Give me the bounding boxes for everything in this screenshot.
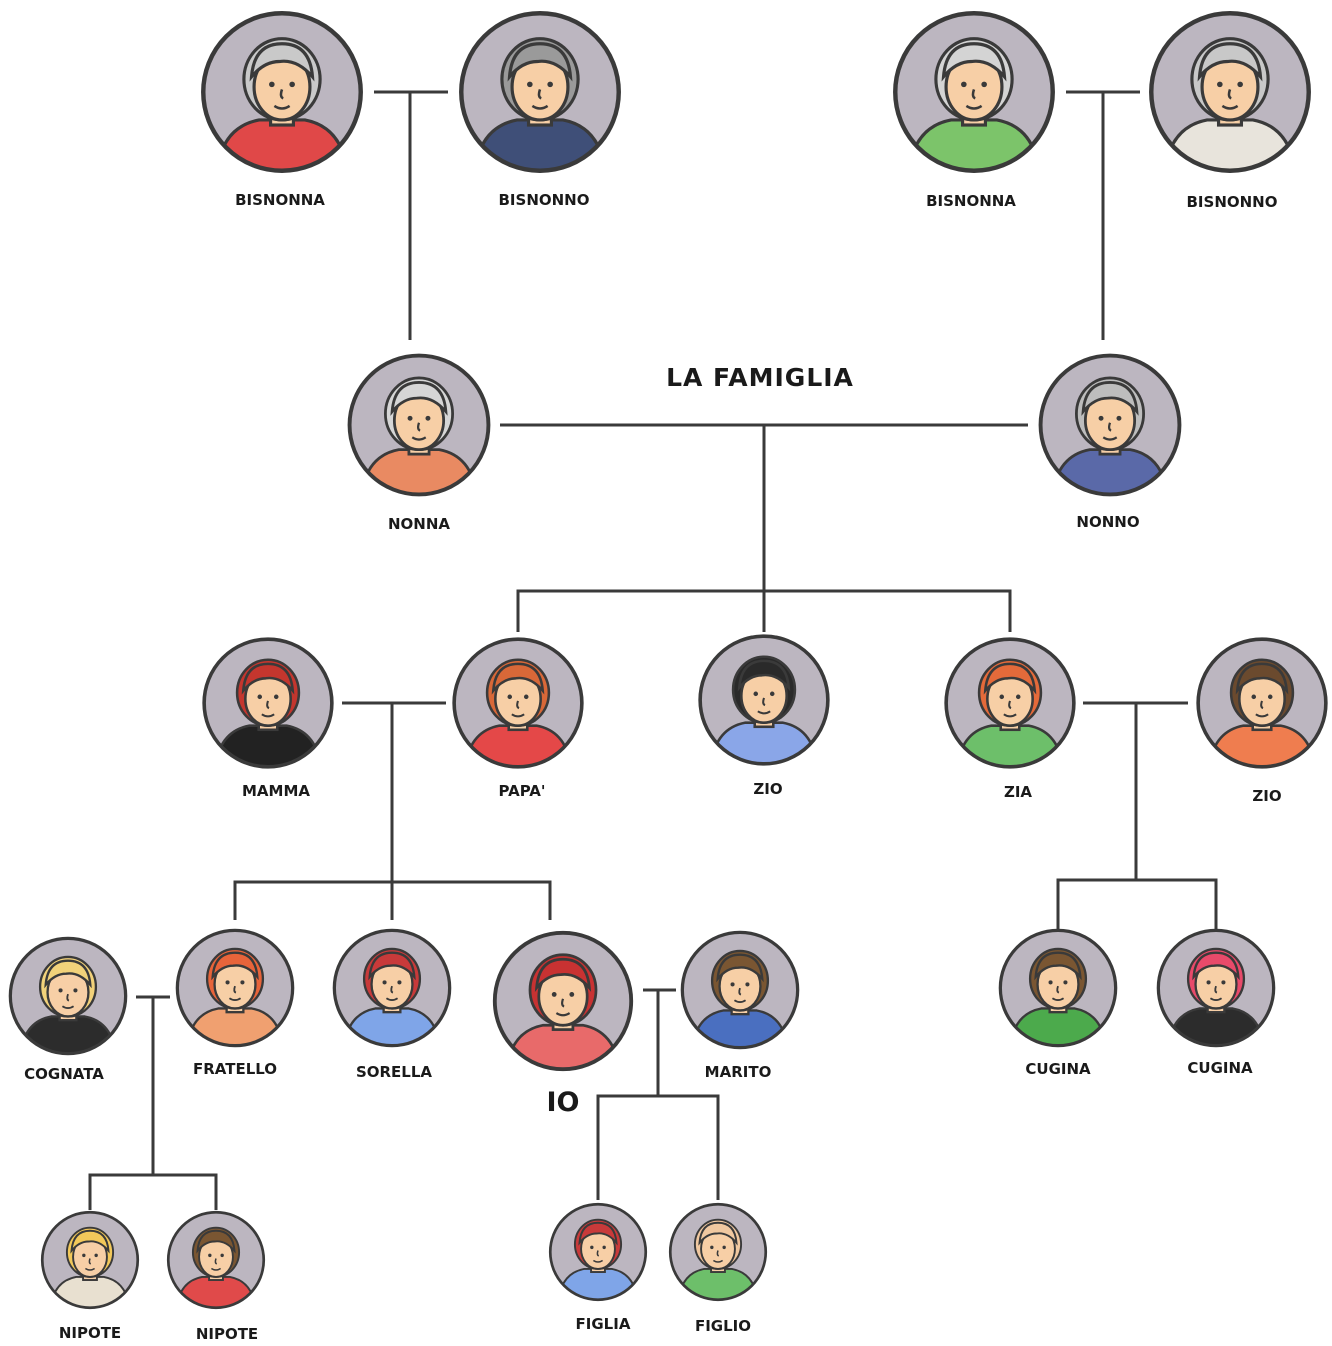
- member-bisnonno-1: BISNONNO: [459, 11, 621, 209]
- member-figlio: FIGLIO: [668, 1202, 768, 1335]
- member-zio-2: ZIO: [1196, 637, 1328, 805]
- avatar-nonna: [347, 353, 491, 497]
- member-label: BISNONNA: [926, 192, 1016, 210]
- avatar-figlio: [668, 1202, 768, 1302]
- member-papa: PAPA': [452, 637, 584, 800]
- avatar-cugina-1: [998, 928, 1118, 1048]
- member-marito: MARITO: [680, 930, 800, 1081]
- member-label: BISNONNO: [499, 191, 590, 209]
- member-label: FRATELLO: [193, 1060, 277, 1078]
- member-label: PAPA': [498, 782, 545, 800]
- member-label: NONNA: [388, 515, 450, 533]
- member-figlia: FIGLIA: [548, 1202, 648, 1333]
- me-label: IO: [547, 1087, 580, 1118]
- avatar-nipote-1: [40, 1210, 140, 1310]
- member-nipote-2: NIPOTE: [166, 1210, 266, 1343]
- connector-lines: [88, 90, 1218, 1210]
- avatar-zio-1: [698, 634, 830, 766]
- diagram-title: LA FAMIGLIA: [666, 363, 854, 392]
- avatar-bisnonno-1: [459, 11, 621, 173]
- avatar-cugina-2: [1156, 928, 1276, 1048]
- member-label: SORELLA: [356, 1063, 432, 1081]
- member-label: CUGINA: [1025, 1060, 1091, 1078]
- avatar-bisnonna-1: [201, 11, 363, 173]
- member-io: [492, 930, 634, 1072]
- member-label: ZIO: [1252, 787, 1281, 805]
- member-cognata: COGNATA: [8, 936, 128, 1083]
- member-sorella: SORELLA: [332, 928, 452, 1081]
- member-label: COGNATA: [24, 1065, 104, 1083]
- avatar-bisnonno-2: [1149, 11, 1311, 173]
- member-cugina-1: CUGINA: [998, 928, 1118, 1078]
- member-nipote-1: NIPOTE: [40, 1210, 140, 1342]
- member-label: NIPOTE: [196, 1325, 258, 1343]
- member-label: ZIA: [1004, 783, 1032, 801]
- member-bisnonno-2: BISNONNO: [1149, 11, 1311, 211]
- member-label: BISNONNO: [1187, 193, 1278, 211]
- avatar-nonno: [1038, 353, 1182, 497]
- member-label: NONNO: [1076, 513, 1139, 531]
- member-label: ZIO: [753, 780, 782, 798]
- member-zia: ZIA: [944, 637, 1076, 801]
- member-label: CUGINA: [1187, 1059, 1253, 1077]
- avatar-papa: [452, 637, 584, 769]
- member-nonna: NONNA: [347, 353, 491, 533]
- avatar-io: [492, 930, 634, 1072]
- member-zio-1: ZIO: [698, 634, 830, 798]
- avatar-sorella: [332, 928, 452, 1048]
- avatar-mamma: [202, 637, 334, 769]
- avatar-zia: [944, 637, 1076, 769]
- member-cugina-2: CUGINA: [1156, 928, 1276, 1077]
- member-label: MAMMA: [242, 782, 310, 800]
- member-bisnonna-1: BISNONNA: [201, 11, 363, 209]
- member-label: MARITO: [705, 1063, 772, 1081]
- member-fratello: FRATELLO: [175, 928, 295, 1078]
- avatar-marito: [680, 930, 800, 1050]
- member-mamma: MAMMA: [202, 637, 334, 800]
- avatar-nipote-2: [166, 1210, 266, 1310]
- member-nonno: NONNO: [1038, 353, 1182, 531]
- member-label: NIPOTE: [59, 1324, 121, 1342]
- member-label: FIGLIA: [576, 1315, 631, 1333]
- avatar-figlia: [548, 1202, 648, 1302]
- member-label: BISNONNA: [235, 191, 325, 209]
- avatar-zio-2: [1196, 637, 1328, 769]
- avatar-cognata: [8, 936, 128, 1056]
- member-label: FIGLIO: [695, 1317, 751, 1335]
- avatar-fratello: [175, 928, 295, 1048]
- member-bisnonna-2: BISNONNA: [893, 11, 1055, 210]
- avatar-bisnonna-2: [893, 11, 1055, 173]
